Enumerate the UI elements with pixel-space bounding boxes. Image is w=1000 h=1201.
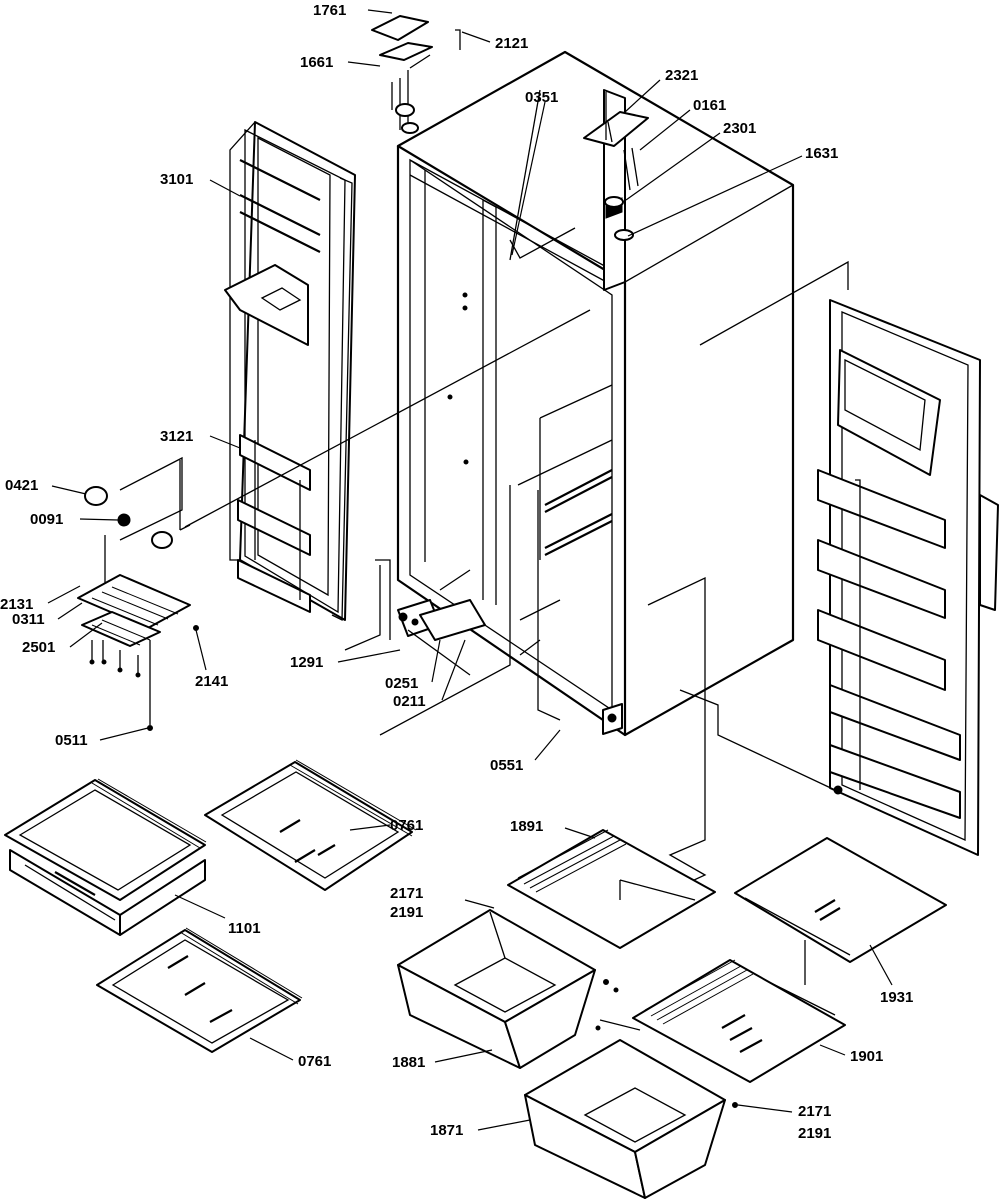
callout-3101: 3101 [160, 171, 193, 188]
callout-0551: 0551 [490, 757, 523, 774]
crisper-drawer-1871 [524, 1025, 738, 1199]
callout-0251: 0251 [385, 675, 418, 692]
callout-1891: 1891 [510, 818, 543, 835]
callout-0091: 0091 [30, 511, 63, 528]
freezer-basket-1101 [4, 778, 207, 936]
callout-0421: 0421 [5, 477, 38, 494]
assembly-lines [184, 260, 849, 1031]
callout-2131: 2131 [0, 596, 33, 613]
callout-0211: 0211 [393, 693, 426, 710]
leader-lines [47, 9, 893, 1131]
callout-1901: 1901 [850, 1048, 883, 1065]
callout-1631: 1631 [805, 145, 838, 162]
callout-2171-upper: 2171 [390, 885, 423, 902]
lamp-and-housing-parts [77, 456, 199, 731]
callout-2141: 2141 [195, 673, 228, 690]
callout-1101: 1101 [228, 920, 261, 937]
callout-2121: 2121 [495, 35, 528, 52]
callout-2321: 2321 [665, 67, 698, 84]
callout-0761-top: 0761 [390, 817, 423, 834]
callout-1871: 1871 [430, 1122, 463, 1139]
callout-1931: 1931 [880, 989, 913, 1006]
freezer-shelf-0761-top [204, 759, 417, 891]
callout-0351: 0351 [525, 89, 558, 106]
callout-0511: 0511 [55, 732, 88, 749]
callout-3121: 3121 [160, 428, 193, 445]
callout-2171-lower: 2171 [798, 1103, 831, 1120]
freezer-shelf-0761-bottom [96, 927, 303, 1053]
callout-0311: 0311 [12, 611, 45, 628]
freezer-door [224, 121, 356, 622]
callout-0161: 0161 [693, 97, 726, 114]
crisper-cover-1891 [507, 829, 716, 949]
callout-1661: 1661 [300, 54, 333, 71]
fresh-food-door [817, 299, 999, 856]
callout-2501: 2501 [22, 639, 55, 656]
callout-2191-lower: 2191 [798, 1125, 831, 1142]
callout-labels: 1761 2121 1661 2321 0351 0161 2301 1631 … [0, 2, 913, 1142]
cabinet [371, 15, 795, 737]
callout-1761: 1761 [313, 2, 346, 19]
crisper-cover-1931 [734, 837, 947, 963]
crisper-drawer-1881 [397, 909, 619, 1069]
callout-1881: 1881 [392, 1054, 425, 1071]
callout-0761-bottom: 0761 [298, 1053, 331, 1070]
callout-1291: 1291 [290, 654, 323, 671]
callout-2191-upper: 2191 [390, 904, 423, 921]
crisper-cover-1901 [632, 959, 846, 1083]
callout-2301: 2301 [723, 120, 756, 137]
